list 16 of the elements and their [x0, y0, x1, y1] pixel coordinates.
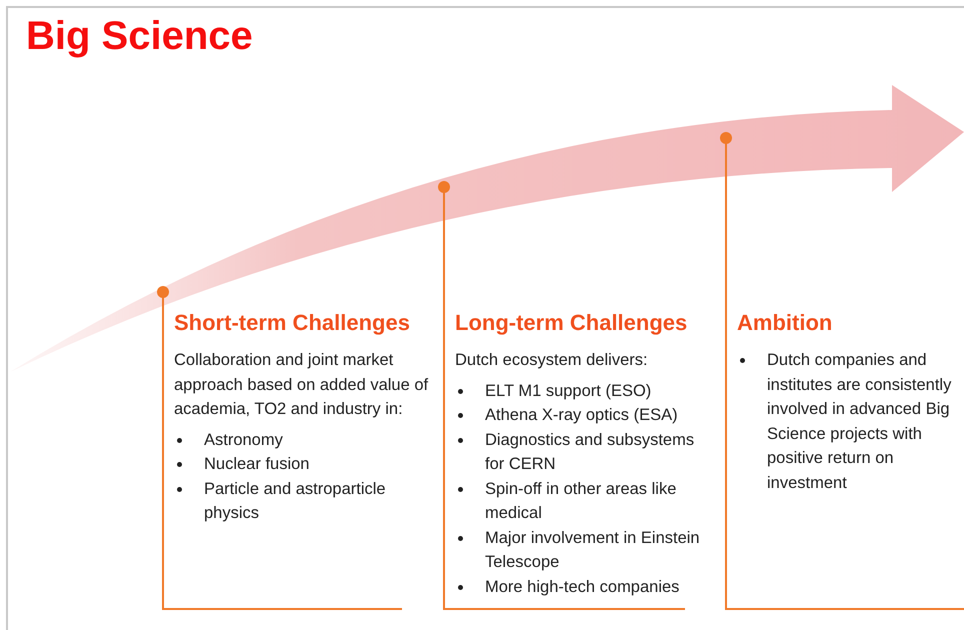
milestone-heading: Short-term Challenges [174, 310, 411, 336]
bullet-item: ELT M1 support (ESO) [455, 378, 713, 403]
bullet-item: Astronomy [174, 428, 434, 452]
bullet-item: Spin-off in other areas like medical [455, 476, 713, 526]
bullet-item: Athena X-ray optics (ESA) [455, 403, 713, 428]
bullet-item: Particle and astroparticle physics [174, 476, 434, 526]
bullet-item: Nuclear fusion [174, 452, 434, 476]
milestone-heading: Ambition [737, 310, 834, 336]
intro-text: Dutch ecosystem delivers: [455, 350, 649, 371]
bullet-item: Dutch companies and institutes are consistently involved in advanced Big Science projects with positive return on investment [737, 348, 960, 495]
title: Big Science [26, 14, 253, 59]
intro-text: Collaboration and joint market approach based on added value of academia, TO2 and industry in: [174, 350, 430, 420]
milestone-heading: Long-term Challenges [455, 310, 688, 336]
bullet-item: Diagnostics and subsystems for CERN [455, 428, 713, 476]
bullet-item: Major involvement in Einstein Telescope [455, 526, 713, 574]
bullet-item: More high-tech companies [455, 574, 713, 599]
